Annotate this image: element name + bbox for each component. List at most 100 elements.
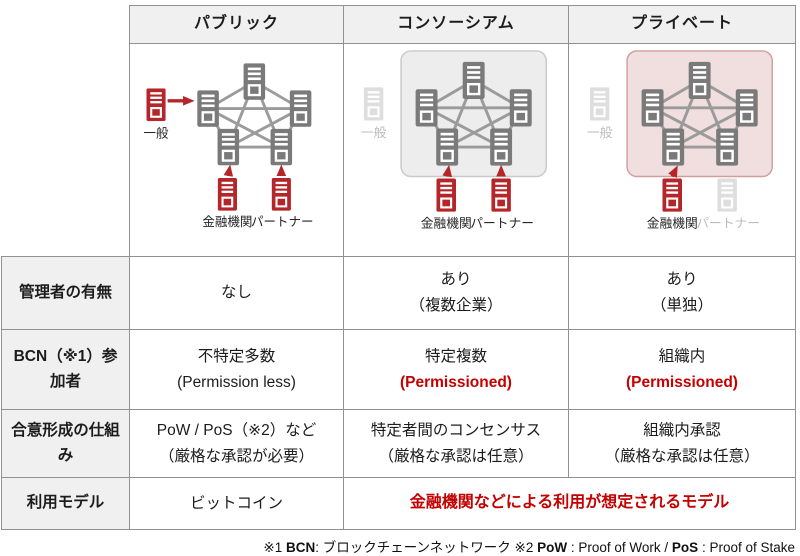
server-node-icon xyxy=(687,61,712,99)
cell-model-public: ビットコイン xyxy=(129,477,344,530)
network-diagram-consortium: 一般 金融機関 パートナー xyxy=(361,50,547,230)
row-header-participants: BCN（※1）参加者 xyxy=(1,329,130,410)
general-label: 一般 xyxy=(587,125,613,140)
financial-label: 金融機関 xyxy=(202,215,252,229)
cell-text: 特定複数 xyxy=(424,347,487,365)
cell-text: （厳格な承認が必要） xyxy=(158,447,314,465)
server-node-icon xyxy=(414,89,439,127)
cell-participants-public: 不特定多数 (Permission less) xyxy=(129,329,344,410)
cell-consensus-consortium: 特定者間のコンセンサス （厳格な承認は任意） xyxy=(343,409,569,478)
row-administrator: 管理者の有無 なし あり （複数企業） あり （単独） xyxy=(1,256,796,330)
footnote-term-pow: PoW xyxy=(537,540,568,555)
cell-text: あり xyxy=(666,271,698,289)
server-node-icon xyxy=(288,90,312,127)
server-node-icon xyxy=(196,90,220,127)
cell-participants-consortium: 特定複数 (Permissioned) xyxy=(343,329,569,410)
cell-consensus-private: 組織内承認 （厳格な承認は任意） xyxy=(568,409,796,478)
diagram-cell-private: 一般 金融機関 パートナー xyxy=(568,43,796,257)
server-node-icon xyxy=(508,89,533,127)
general-label: 一般 xyxy=(361,125,387,140)
join-arrow-icon xyxy=(223,164,233,177)
cell-text: （複数企業） xyxy=(409,297,503,314)
cell-admin-private: あり （単独） xyxy=(568,256,796,330)
row-header-administrator: 管理者の有無 xyxy=(1,256,130,330)
diagram-row: 一般 金融機関 パートナー xyxy=(2,43,796,257)
network-diagram-private: 一般 金融機関 パートナー xyxy=(587,50,773,230)
server-node-icon xyxy=(640,89,665,127)
cell-text-model: 金融機関などによる利用が想定されるモデル xyxy=(409,494,730,512)
footnote-text-3: : Proof of Stake xyxy=(698,540,795,555)
footnote-term-bcn: BCN xyxy=(285,540,316,555)
cell-text: （厳格な承認は任意） xyxy=(378,447,534,465)
cell-text-permissioned: (Permissioned) xyxy=(626,373,738,391)
footnote-text-2: : Proof of Work / xyxy=(567,540,672,555)
financial-client-icon xyxy=(217,177,237,211)
diagram-cell-consortium: 一般 金融機関 パートナー xyxy=(343,43,569,257)
cell-text: (Permission less) xyxy=(177,373,296,391)
row-participants: BCN（※1）参加者 不特定多数 (Permission less) 特定複数 … xyxy=(1,329,796,410)
general-label: 一般 xyxy=(143,126,169,140)
header-row: パブリック コンソーシアム プライベート xyxy=(1,5,796,257)
server-node-icon xyxy=(216,128,240,166)
network-edges xyxy=(206,80,302,149)
server-node-icon xyxy=(661,128,685,166)
join-arrow-icon xyxy=(668,165,678,179)
partner-label: パートナー xyxy=(251,215,314,229)
cell-text: 特定者間のコンセンサス xyxy=(370,421,542,439)
financial-client-icon xyxy=(436,178,456,212)
diagram-cell-public: 一般 金融機関 パートナー xyxy=(129,43,344,257)
partner-client-icon xyxy=(491,178,511,212)
server-node-icon xyxy=(489,128,513,166)
cell-text: ビットコイン xyxy=(189,494,283,512)
footnote-mark-1: ※1 xyxy=(263,540,286,555)
cell-text: あり xyxy=(440,271,472,289)
cell-text: 不特定多数 xyxy=(197,347,276,365)
row-consensus: 合意形成の仕組み PoW / PoS（※2）など （厳格な承認が必要） 特定者間… xyxy=(1,409,796,478)
cell-text-permissioned: (Permissioned) xyxy=(400,373,512,391)
partner-label: パートナー xyxy=(470,215,534,230)
blank-corner-cell xyxy=(1,5,130,257)
server-node-icon xyxy=(269,128,293,166)
column-header-public: パブリック xyxy=(129,5,344,44)
footnote-term-pos: PoS xyxy=(671,540,699,555)
cell-admin-consortium: あり （複数企業） xyxy=(343,256,569,330)
cell-text: なし xyxy=(220,284,252,302)
column-header-consortium: コンソーシアム xyxy=(343,5,569,44)
partner-client-icon xyxy=(271,177,291,211)
cell-text: （単独） xyxy=(650,297,713,314)
cell-admin-public: なし xyxy=(129,256,344,330)
blockchain-comparison-page: パブリック コンソーシアム プライベート 一般 xyxy=(0,5,800,555)
footnote-text-1: : ブロックチェーンネットワーク xyxy=(315,540,515,555)
cell-text: PoW / PoS（※2）など xyxy=(156,421,317,439)
server-node-icon xyxy=(435,128,459,166)
partner-label: パートナー xyxy=(696,215,760,230)
cell-text: 組織内 xyxy=(658,347,706,365)
financial-label: 金融機関 xyxy=(647,215,698,230)
cell-text: （厳格な承認は任意） xyxy=(604,447,760,465)
server-node-icon xyxy=(734,89,759,127)
row-usage-model: 利用モデル ビットコイン 金融機関などによる利用が想定されるモデル xyxy=(1,477,796,530)
cell-text: 組織内承認 xyxy=(643,421,721,439)
financial-client-icon xyxy=(662,178,682,212)
join-arrow-icon xyxy=(442,164,453,178)
cell-participants-private: 組織内 (Permissioned) xyxy=(568,329,796,410)
general-client-icon-faded xyxy=(589,87,610,121)
network-diagram-public: 一般 金融機関 パートナー xyxy=(143,63,314,229)
server-node-icon xyxy=(242,63,266,100)
financial-label: 金融機関 xyxy=(421,215,472,230)
server-node-icon xyxy=(461,61,486,99)
comparison-table: パブリック コンソーシアム プライベート 一般 xyxy=(1,5,796,530)
row-header-usage-model: 利用モデル xyxy=(1,477,130,530)
network-edges xyxy=(651,79,749,149)
footnote: ※1 BCN: ブロックチェーンネットワーク ※2 PoW : Proof of… xyxy=(0,530,799,556)
cell-consensus-public: PoW / PoS（※2）など （厳格な承認が必要） xyxy=(129,409,344,478)
network-edges xyxy=(425,79,523,149)
partner-client-icon-faded xyxy=(717,178,737,212)
row-header-consensus: 合意形成の仕組み xyxy=(1,409,130,478)
cell-model-shared: 金融機関などによる利用が想定されるモデル xyxy=(343,477,796,530)
column-header-private: プライベート xyxy=(568,5,796,44)
general-client-icon-faded xyxy=(363,87,384,121)
footnote-mark-2: ※2 xyxy=(514,540,538,555)
general-client-icon xyxy=(145,88,166,122)
server-node-icon xyxy=(715,128,739,166)
